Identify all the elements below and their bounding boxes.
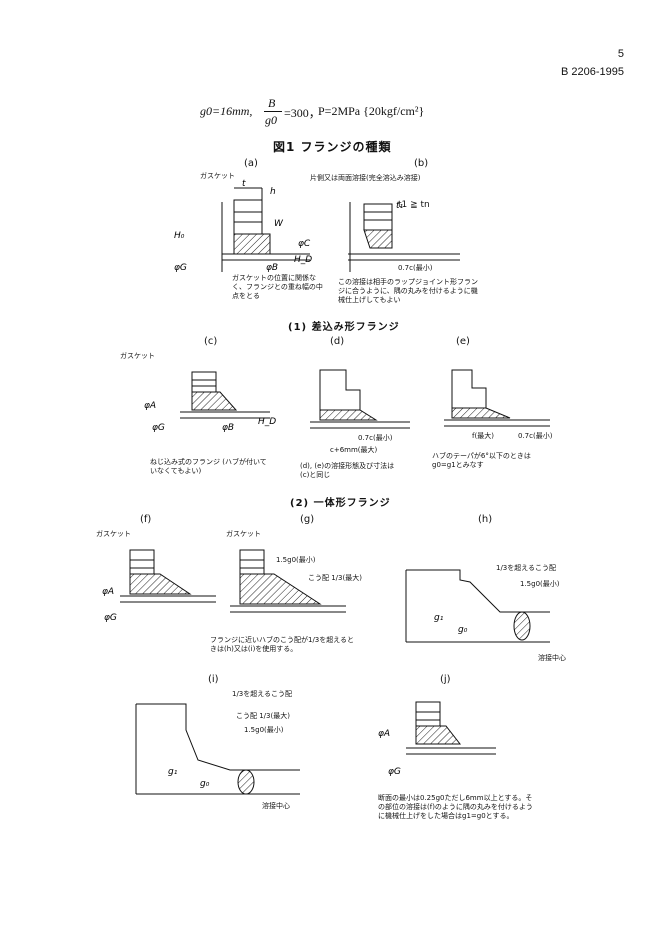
svg-text:φB: φB xyxy=(222,423,234,433)
standard-number: B 2206-1995 xyxy=(561,66,624,78)
svg-text:W: W xyxy=(274,219,284,229)
svg-text:φG: φG xyxy=(388,767,401,777)
label-gasket-c: ガスケット xyxy=(120,352,155,360)
note-b: この溶接は相手のラップジョイント形フランジに合うように、隅の丸みを付けるように機… xyxy=(338,278,478,304)
label-weld-center-i: 溶接中心 xyxy=(262,802,290,810)
label-d-max: c+6mm(最大) xyxy=(330,446,378,454)
svg-text:H_D: H_D xyxy=(258,417,276,427)
label-b-t: t1 ≧ tn xyxy=(398,200,430,210)
formula-g0: g0=16mm, xyxy=(200,104,253,118)
formula-ratio-bar xyxy=(264,111,282,112)
label-gasket-f: ガスケット xyxy=(96,530,131,538)
label-i-15g0: 1.5g0(最小) xyxy=(244,726,284,734)
note-e: ハブのテーパが6°以下のときはg0=g1とみなす xyxy=(432,452,531,469)
label-g-slope: こう配 1/3(最大) xyxy=(308,574,362,582)
formula-ratio-val: =300， xyxy=(284,106,321,120)
label-gasket-g: ガスケット xyxy=(226,530,261,538)
svg-text:φA: φA xyxy=(144,401,156,411)
label-h-15g0: 1.5g0(最小) xyxy=(520,580,560,588)
page-number: 5 xyxy=(617,48,624,60)
svg-text:φG: φG xyxy=(104,613,117,623)
label-e-min: 0.7c(最小) xyxy=(518,432,553,440)
svg-text:h: h xyxy=(270,187,276,197)
note-j: 断面の最小は0.25g0ただし6mm以上とする。その部位の溶接は(f)のように隅… xyxy=(378,794,533,820)
svg-text:H₀: H₀ xyxy=(174,231,185,241)
label-i-top: 1/3を超えるこう配 xyxy=(232,690,293,698)
svg-text:g₁: g₁ xyxy=(168,767,178,777)
diagram-h: g₁ g₀ xyxy=(405,569,550,643)
label-e-f: f(最大) xyxy=(472,432,494,440)
svg-text:g₀: g₀ xyxy=(200,779,210,789)
svg-text:φC: φC xyxy=(298,239,311,249)
note-d: (d), (e)の溶接形態及び寸法は(c)と同じ xyxy=(300,462,395,479)
diagram-a: t h W H₀ φG φB φC H_D xyxy=(174,179,312,273)
diagram-j: φA φG xyxy=(378,701,496,777)
note-g: フランジに近いハブのこう配が1/3を超えるときは(h)又は(i)を使用する。 xyxy=(210,636,355,653)
panel-label-d: (d) xyxy=(330,336,345,347)
panel-label-e: (e) xyxy=(456,336,470,347)
formula-line: g0=16mm, B g0 =300， P=2MPa {20kgf/cm²} xyxy=(200,96,460,127)
note-a: ガスケットの位置に関係なく、フランジとの重ね幅の中点をとる xyxy=(232,274,323,300)
svg-text:g₁: g₁ xyxy=(434,613,444,623)
panel-label-a: (a) xyxy=(244,158,258,169)
label-gasket-a: ガスケット xyxy=(200,172,235,180)
section-caption-integral: (2) 一体形フランジ xyxy=(290,498,391,509)
label-d-min: 0.7c(最小) xyxy=(358,434,393,442)
label-h-top: 1/3を超えるこう配 xyxy=(496,564,557,572)
panel-label-b: (b) xyxy=(414,158,429,169)
diagram-b: t₁ xyxy=(348,201,460,272)
svg-text:φB: φB xyxy=(266,263,278,273)
label-b-top: 片側又は両面溶接(完全溶込み溶接) xyxy=(310,174,421,182)
figure-title: 図1 フランジの種類 xyxy=(273,140,392,154)
diagram-g xyxy=(230,549,346,613)
panel-label-i: (i) xyxy=(208,674,219,685)
svg-text:φA: φA xyxy=(102,587,114,597)
formula-ratio-den: g0 xyxy=(265,113,277,127)
panel-label-c: (c) xyxy=(204,336,218,347)
diagram-i: g₁ g₀ xyxy=(135,703,300,795)
diagram-c: φA φG φB H_D xyxy=(144,371,276,433)
svg-text:φG: φG xyxy=(152,423,165,433)
label-g-15g0: 1.5g0(最小) xyxy=(276,556,316,564)
label-i-slope: こう配 1/3(最大) xyxy=(236,712,290,720)
label-weld-center-h: 溶接中心 xyxy=(538,654,566,662)
section-caption-slip-on: (1) 差込み形フランジ xyxy=(288,322,400,333)
svg-text:φG: φG xyxy=(174,263,187,273)
diagram-f: φA φG xyxy=(102,549,216,623)
svg-text:t: t xyxy=(242,179,246,189)
svg-text:t₁: t₁ xyxy=(396,201,404,211)
note-c: ねじ込み式のフランジ (ハブが付いていなくてもよい) xyxy=(150,458,267,475)
label-b-min: 0.7c(最小) xyxy=(398,264,433,272)
panel-label-h: (h) xyxy=(478,514,493,525)
svg-text:H_D: H_D xyxy=(294,255,312,265)
formula-pressure: P=2MPa {20kgf/cm²} xyxy=(318,104,425,118)
panel-label-f: (f) xyxy=(140,514,152,525)
panel-label-g: (g) xyxy=(300,514,315,525)
formula-ratio-num: B xyxy=(268,96,276,110)
svg-text:φA: φA xyxy=(378,729,390,739)
panel-label-j: (j) xyxy=(440,674,451,685)
svg-text:g₀: g₀ xyxy=(458,625,468,635)
diagram-d xyxy=(310,369,410,429)
diagram-e xyxy=(444,369,550,427)
